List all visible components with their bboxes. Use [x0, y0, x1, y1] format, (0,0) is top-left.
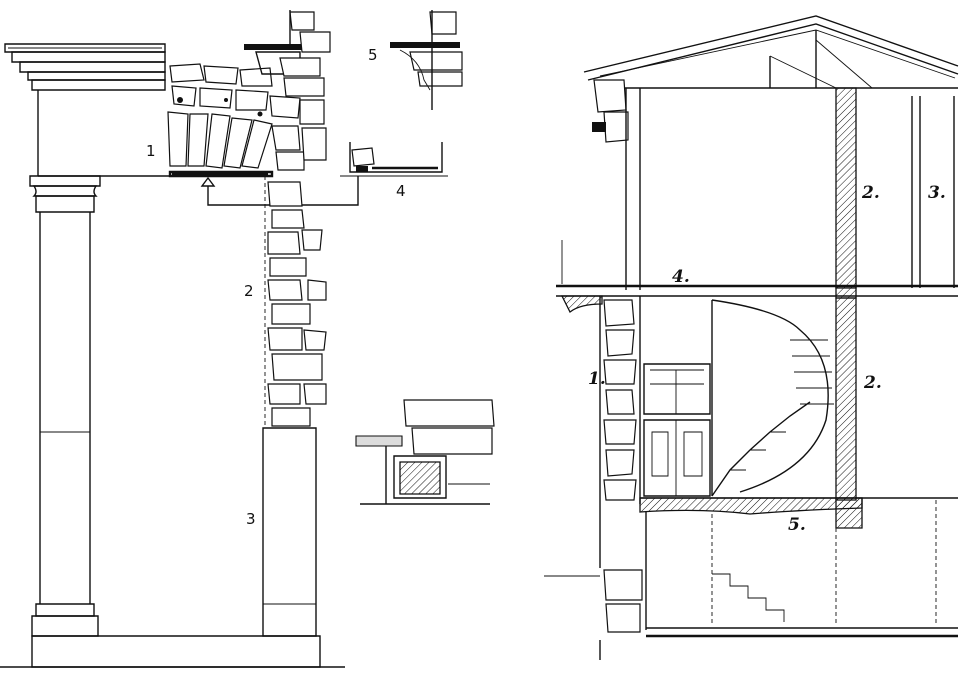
stone-masonry-upper	[167, 63, 327, 171]
cornice-detail	[390, 10, 463, 110]
sill-section-detail	[355, 399, 495, 505]
spiral-stair	[711, 299, 834, 497]
stone-masonry-jamb	[264, 176, 327, 428]
door	[643, 419, 711, 497]
column-shaft	[39, 212, 91, 604]
ground-floor-slab	[639, 497, 958, 529]
upper-floor	[556, 240, 958, 299]
label-ground-floor-slab: 5.	[788, 515, 806, 535]
window	[643, 363, 711, 415]
wall-top-detail	[244, 10, 331, 97]
label-lintel: 1	[146, 142, 156, 160]
column-capital	[29, 175, 101, 213]
frieze	[37, 90, 170, 177]
label-lintel-detail: 4	[396, 182, 406, 200]
jamb-post	[262, 427, 317, 637]
central-pillar-lower	[835, 297, 857, 501]
roof	[583, 15, 959, 89]
label-upper-floor: 4.	[672, 267, 690, 287]
label-central-pillar-lower: 2.	[863, 373, 882, 393]
plinth	[0, 635, 345, 668]
basement	[544, 500, 958, 660]
portal-elevation-drawing: 1 2 3 4 5	[0, 10, 495, 668]
label-cornice-detail: 5	[368, 46, 378, 64]
label-jamb-post: 3	[246, 510, 256, 528]
lintel-detail	[340, 142, 448, 177]
label-right-post: 3.	[928, 183, 946, 203]
floor-bracket	[560, 295, 603, 314]
upper-wall-masonry	[592, 79, 641, 290]
right-post	[911, 96, 955, 288]
house-section-drawing: 2. 3. 4. 1. 2. 5.	[544, 15, 959, 660]
column-base	[31, 603, 99, 637]
label-lower-wall: 1.	[588, 369, 606, 389]
label-jamb-masonry: 2	[244, 282, 254, 300]
label-central-pillar-upper: 2.	[861, 183, 880, 203]
central-pillar-upper	[835, 87, 857, 289]
cornice	[4, 43, 166, 91]
lintel	[168, 170, 359, 206]
lower-wall-masonry	[599, 296, 641, 504]
